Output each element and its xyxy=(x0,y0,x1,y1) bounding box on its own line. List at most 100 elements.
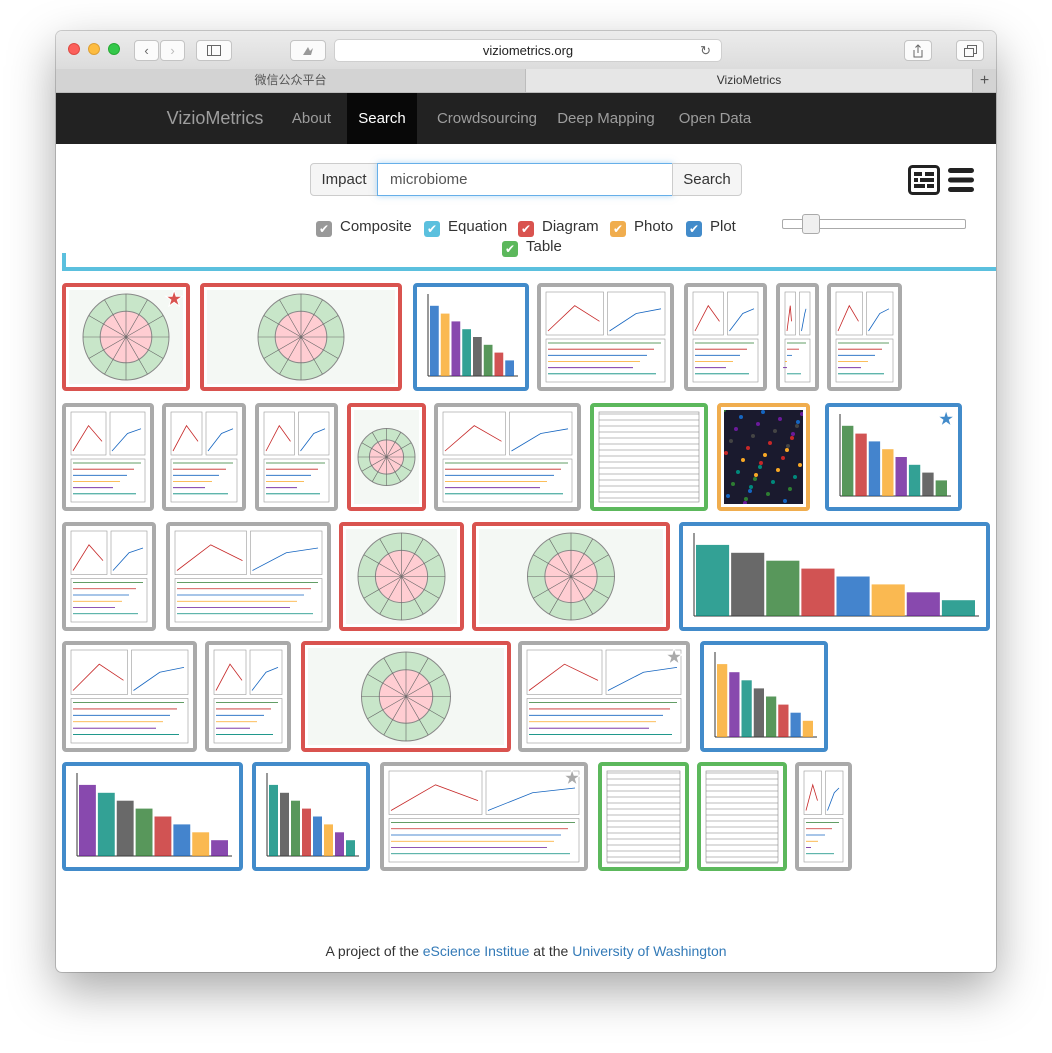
thumbnail-preview xyxy=(212,648,284,745)
figure-preview xyxy=(70,530,148,623)
result-thumbnail-diagram[interactable] xyxy=(200,283,402,391)
result-thumbnail-composite[interactable] xyxy=(205,641,291,752)
filter-label: Diagram xyxy=(542,218,599,235)
tabs-icon xyxy=(963,45,977,57)
favorite-star-icon[interactable]: ★ xyxy=(664,644,685,669)
nav-label: Deep Mapping xyxy=(557,110,655,127)
nav-label: Search xyxy=(358,110,406,127)
figure-preview xyxy=(606,770,681,864)
figure-preview xyxy=(598,411,700,503)
sidebar-toggle-button[interactable] xyxy=(196,40,232,61)
favorite-star-icon[interactable]: ★ xyxy=(936,406,957,431)
filter-equation[interactable]: ✔ Equation xyxy=(424,217,507,237)
show-tabs-button[interactable] xyxy=(956,40,984,61)
filter-label: Equation xyxy=(448,218,508,235)
result-thumbnail-table[interactable] xyxy=(590,403,708,511)
figure-preview xyxy=(266,773,359,857)
figure-preview xyxy=(69,290,183,384)
filter-table[interactable]: ✔ Table xyxy=(502,237,562,257)
search-input[interactable]: microbiome xyxy=(377,163,673,196)
filter-photo[interactable]: ✔Photo xyxy=(610,217,673,237)
sort-label: Impact xyxy=(321,171,367,188)
result-thumbnail-composite[interactable] xyxy=(776,283,819,391)
nav-open-data[interactable]: Open Data xyxy=(670,93,760,144)
filter-composite[interactable]: ✔Composite xyxy=(316,217,412,237)
browser-toolbar: ‹ › viziometrics.org ↻ xyxy=(56,31,996,70)
result-thumbnail-composite[interactable] xyxy=(62,403,154,511)
result-thumbnail-composite[interactable] xyxy=(684,283,767,391)
result-thumbnail-composite[interactable] xyxy=(434,403,581,511)
result-thumbnail-diagram[interactable]: ★ xyxy=(62,283,190,391)
figure-preview xyxy=(170,411,238,503)
favorite-star-icon[interactable]: ★ xyxy=(164,286,185,311)
nav-search[interactable]: Search xyxy=(347,93,417,144)
uw-link[interactable]: University of Washington xyxy=(572,943,727,959)
result-thumbnail-composite[interactable] xyxy=(537,283,674,391)
list-view-button[interactable] xyxy=(948,167,974,198)
zoom-window-button[interactable] xyxy=(108,43,120,55)
result-thumbnail-table[interactable] xyxy=(697,762,787,871)
forward-button[interactable]: › xyxy=(160,40,185,61)
search-button[interactable]: Search xyxy=(672,163,742,196)
result-thumbnail-plot[interactable]: ★ xyxy=(825,403,962,511)
thumbnail-preview xyxy=(69,410,147,504)
result-thumbnail-table[interactable] xyxy=(598,762,689,871)
filter-label: Photo xyxy=(634,218,674,235)
thumbnail-preview xyxy=(420,290,522,384)
close-window-button[interactable] xyxy=(68,43,80,55)
result-thumbnail-composite[interactable] xyxy=(166,522,331,631)
result-thumbnail-composite[interactable] xyxy=(795,762,852,871)
result-thumbnail-plot[interactable] xyxy=(700,641,828,752)
tab-viziometrics[interactable]: VizioMetrics xyxy=(526,69,972,92)
slider-handle[interactable] xyxy=(802,214,820,234)
result-thumbnail-plot[interactable] xyxy=(679,522,990,631)
back-button[interactable]: ‹ xyxy=(134,40,159,61)
nav-crowdsourcing[interactable]: Crowdsourcing xyxy=(422,93,552,144)
grid-view-button[interactable] xyxy=(908,165,940,200)
result-thumbnail-composite[interactable] xyxy=(62,641,197,752)
chevron-left-icon: ‹ xyxy=(144,43,149,58)
thumbnail-size-slider[interactable] xyxy=(782,219,966,229)
reload-icon[interactable]: ↻ xyxy=(700,43,711,58)
thumbnail-preview xyxy=(207,290,395,384)
result-thumbnail-composite[interactable] xyxy=(255,403,338,511)
new-tab-button[interactable]: + xyxy=(972,69,996,92)
result-thumbnail-diagram[interactable] xyxy=(347,403,426,511)
filter-plot[interactable]: ✔Plot xyxy=(686,217,736,237)
nav-about[interactable]: About xyxy=(281,93,342,144)
figure-preview xyxy=(479,529,663,624)
filter-diagram[interactable]: ✔Diagram xyxy=(518,217,599,237)
minimize-window-button[interactable] xyxy=(88,43,100,55)
result-thumbnail-diagram[interactable] xyxy=(339,522,464,631)
figure-preview xyxy=(545,291,666,383)
result-thumbnail-composite[interactable] xyxy=(62,522,156,631)
result-thumbnail-composite[interactable]: ★ xyxy=(380,762,588,871)
result-thumbnail-composite[interactable] xyxy=(827,283,902,391)
checkmark-icon: ✔ xyxy=(502,241,518,257)
thumbnail-preview xyxy=(441,410,574,504)
checkmark-icon: ✔ xyxy=(424,221,440,237)
brand-link[interactable]: VizioMetrics xyxy=(151,93,279,144)
address-bar[interactable]: viziometrics.org ↻ xyxy=(334,39,722,62)
filter-label: Table xyxy=(526,238,562,255)
result-thumbnail-plot[interactable] xyxy=(252,762,370,871)
thumbnail-preview xyxy=(69,648,190,745)
tab-wechat[interactable]: 微信公众平台 xyxy=(56,69,526,92)
result-thumbnail-composite[interactable] xyxy=(162,403,246,511)
figure-preview xyxy=(705,770,779,864)
result-thumbnail-composite[interactable]: ★ xyxy=(518,641,690,752)
extension-button[interactable] xyxy=(290,40,326,61)
nav-label: Crowdsourcing xyxy=(436,110,538,127)
thumbnail-preview xyxy=(780,290,812,384)
result-thumbnail-photo[interactable] xyxy=(717,403,810,511)
result-thumbnail-plot[interactable] xyxy=(413,283,529,391)
escience-link[interactable]: eScience Institue xyxy=(422,943,530,959)
favorite-star-icon[interactable]: ★ xyxy=(562,765,583,790)
share-button[interactable] xyxy=(904,40,932,61)
sort-impact-button[interactable]: Impact xyxy=(310,163,378,196)
result-thumbnail-diagram[interactable] xyxy=(472,522,670,631)
result-thumbnail-diagram[interactable] xyxy=(301,641,511,752)
thumbnail-preview xyxy=(259,769,363,864)
result-thumbnail-plot[interactable] xyxy=(62,762,243,871)
nav-deep-mapping[interactable]: Deep Mapping xyxy=(552,93,660,144)
